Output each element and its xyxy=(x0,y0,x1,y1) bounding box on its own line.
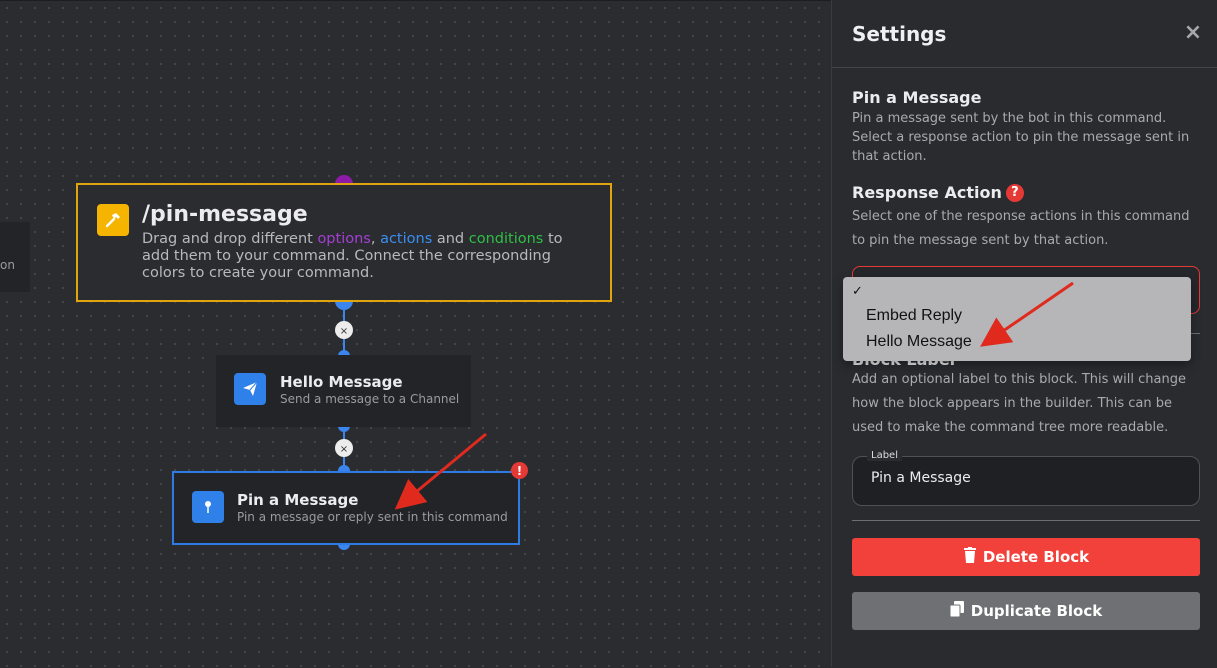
command-description: Drag and drop different options, actions… xyxy=(142,231,563,281)
block-title: Hello Message xyxy=(280,373,403,391)
dropdown-option-embed-reply[interactable]: Embed Reply xyxy=(866,307,963,324)
pin-message-block[interactable]: Pin a Message Pin a message or reply sen… xyxy=(172,471,520,545)
response-action-heading: Response Action? xyxy=(852,183,1024,202)
offscreen-block-text: on xyxy=(0,258,15,272)
block-type-heading: Pin a Message xyxy=(852,88,982,107)
warning-badge: ! xyxy=(511,462,528,479)
label-field-legend: Label xyxy=(867,450,902,461)
remove-connection-button-2[interactable] xyxy=(335,439,353,457)
section-divider xyxy=(852,520,1200,521)
trash-icon xyxy=(963,547,977,567)
checkmark-icon: ✓ xyxy=(852,283,863,298)
delete-block-label: Delete Block xyxy=(982,548,1090,566)
pin-icon xyxy=(192,491,224,523)
close-icon[interactable]: × xyxy=(1183,20,1203,45)
delete-block-button[interactable]: Delete Block xyxy=(852,538,1200,576)
connection-wires: × × xyxy=(335,175,353,550)
response-action-description: Select one of the response actions in th… xyxy=(852,209,1190,248)
hammer-icon xyxy=(97,204,129,236)
block-type-description: Pin a message sent by the bot in this co… xyxy=(852,111,1190,164)
block-subtitle: Pin a message or reply sent in this comm… xyxy=(237,510,508,524)
command-name: /pin-message xyxy=(142,202,308,227)
block-label-description: Add an optional label to this block. Thi… xyxy=(852,372,1186,435)
block-title: Pin a Message xyxy=(237,491,359,509)
label-input[interactable] xyxy=(871,470,1171,486)
hello-message-block[interactable]: Hello Message Send a message to a Channe… xyxy=(216,355,471,427)
response-action-dropdown[interactable]: ✓ Embed Reply Hello Message xyxy=(843,277,1191,361)
duplicate-block-button[interactable]: Duplicate Block xyxy=(852,592,1200,630)
remove-connection-button-1[interactable] xyxy=(335,321,353,339)
label-field[interactable]: Label xyxy=(852,450,1200,506)
remove-connection-glyph-1: × xyxy=(340,326,348,337)
send-icon xyxy=(234,373,266,405)
actions-word: actions xyxy=(380,231,433,247)
duplicate-block-label: Duplicate Block xyxy=(970,602,1103,620)
command-root-block[interactable]: /pin-message Drag and drop different opt… xyxy=(76,183,612,302)
remove-connection-glyph-2: × xyxy=(340,444,348,455)
dropdown-option-hello-message[interactable]: Hello Message xyxy=(866,333,972,350)
settings-title: Settings xyxy=(852,22,947,46)
block-subtitle: Send a message to a Channel xyxy=(280,392,460,406)
offscreen-block-stub[interactable]: on xyxy=(0,222,30,292)
options-word: options xyxy=(317,231,371,247)
builder-canvas[interactable]: on × × /pin-message Drag and drop differ… xyxy=(0,0,831,667)
help-icon[interactable]: ? xyxy=(1005,183,1024,202)
copy-icon xyxy=(949,601,965,621)
conditions-word: conditions xyxy=(468,231,544,247)
settings-header: Settings × xyxy=(832,0,1217,68)
